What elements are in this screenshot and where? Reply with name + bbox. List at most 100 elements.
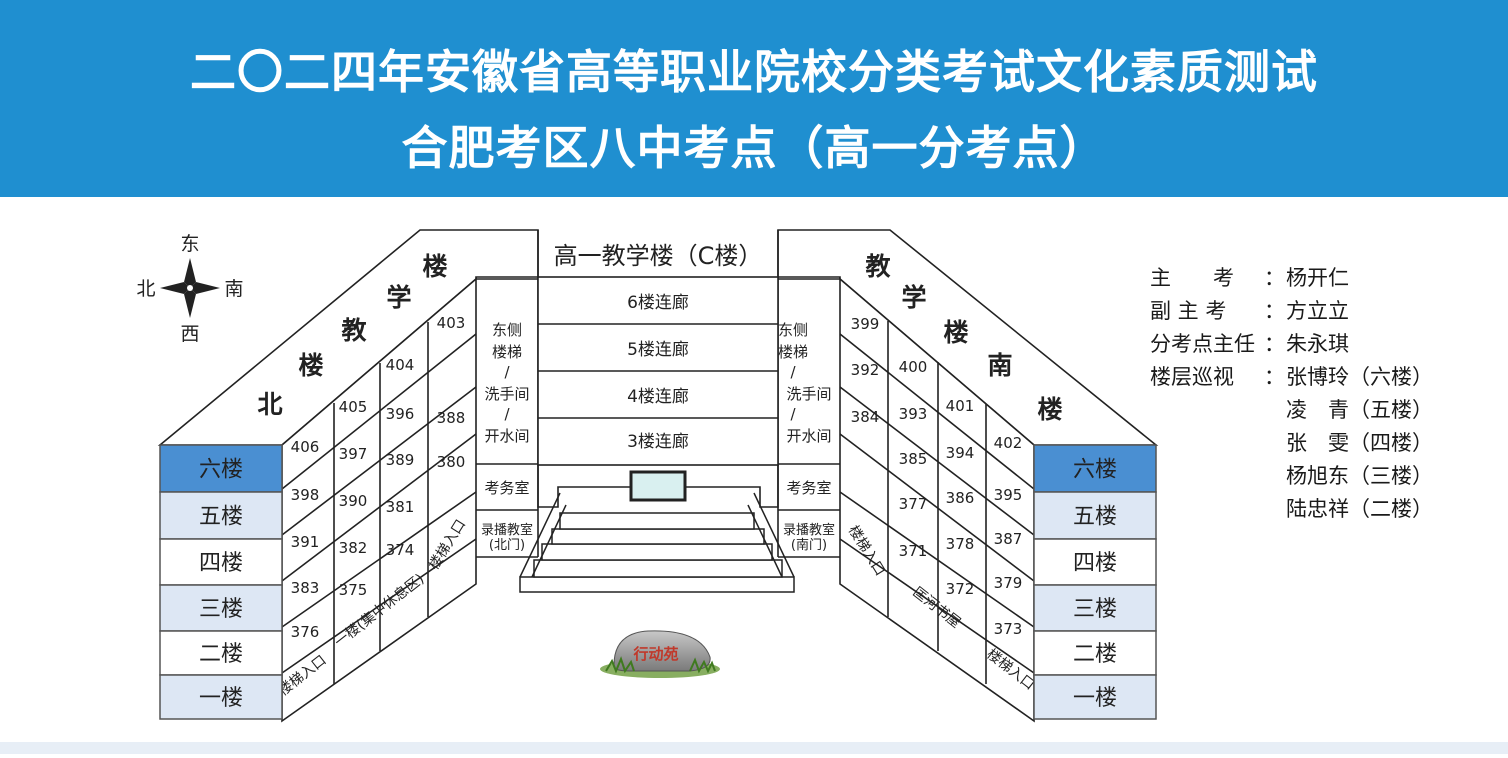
center-building-name: 高一教学楼（C楼）: [554, 242, 763, 270]
north-broadcast-room: (北门): [489, 538, 525, 553]
staff-name: 张博玲（六楼）: [1286, 365, 1433, 389]
staff-name: 杨旭东（三楼）: [1286, 464, 1433, 488]
staff-colon: ：: [1264, 266, 1285, 290]
south-wing-char: 楼: [1037, 395, 1062, 424]
room-number: 387: [994, 530, 1023, 548]
north-broadcast-room: 录播教室: [481, 522, 533, 538]
south-wing-char: 楼: [943, 318, 968, 347]
floor-label: 一楼: [1073, 686, 1117, 711]
room-number: 397: [339, 445, 368, 463]
room-number: 392: [851, 361, 880, 379]
room-number: 384: [851, 408, 880, 426]
floor-box: [159, 630, 283, 676]
floor-label: 二楼: [199, 642, 243, 667]
room-number: 395: [994, 486, 1023, 504]
room-number: 383: [291, 579, 320, 597]
room-number: 403: [437, 314, 466, 332]
south-wing-char: 教: [865, 252, 891, 281]
center-block: [537, 276, 779, 508]
room-number: 380: [437, 453, 466, 471]
south-wing-char: 学: [901, 283, 926, 312]
north-stairs-label: 洗手间: [484, 385, 529, 403]
room-number: 376: [291, 623, 320, 641]
staff-colon: ：: [1264, 365, 1285, 389]
north-stairs-label: 楼梯: [492, 343, 522, 361]
room-number: 404: [386, 356, 415, 374]
floor-box: [159, 444, 283, 493]
north-wing-char: 楼: [298, 351, 323, 380]
north-stairs-label: /: [504, 405, 510, 423]
room-number: 388: [437, 409, 466, 427]
room-number: 406: [291, 438, 320, 456]
room-number: 375: [339, 581, 368, 599]
room-number: 400: [899, 358, 928, 376]
corridor-label: 6楼连廊: [627, 293, 689, 313]
compass-east: 东: [180, 233, 199, 255]
floor-label: 三楼: [199, 597, 243, 622]
floor-label: 六楼: [1073, 458, 1117, 483]
room-number: 381: [386, 498, 415, 516]
room-number: 374: [386, 541, 415, 559]
room-number: 405: [339, 398, 368, 416]
staff-name: 凌 青（五楼）: [1286, 398, 1433, 422]
south-stairs-label: 开水间: [786, 427, 831, 445]
staff-role: 楼层巡视: [1150, 365, 1234, 389]
compass-south: 南: [224, 278, 243, 300]
floor-label: 四楼: [199, 551, 243, 576]
room-number: 401: [946, 397, 975, 415]
room-number: 378: [946, 535, 975, 553]
floor-box: [159, 674, 283, 720]
page-title: 二〇二四年安徽省高等职业院校分类考试文化素质测试: [190, 45, 1318, 99]
floor-box: [159, 584, 283, 632]
north-stairs-label: /: [504, 363, 510, 381]
title-banner: 二〇二四年安徽省高等职业院校分类考试文化素质测试 合肥考区八中考点（高一分考点）: [0, 0, 1508, 197]
room-number: 389: [386, 451, 415, 469]
floor-box: [1033, 674, 1157, 720]
staff-name: 杨开仁: [1286, 266, 1349, 290]
floor-label: 六楼: [199, 458, 243, 483]
floor-label: 四楼: [1073, 551, 1117, 576]
room-number: 386: [946, 489, 975, 507]
floor-label: 五楼: [199, 505, 243, 530]
south-stairs-label: /: [790, 363, 796, 381]
south-wing: [777, 229, 1159, 723]
room-number: 377: [899, 495, 928, 513]
north-stairs-label: 开水间: [484, 427, 529, 445]
room-number: 399: [851, 315, 880, 333]
room-number: 379: [994, 574, 1023, 592]
rock-sculpture: 行动苑: [600, 630, 720, 678]
north-wing-char: 楼: [422, 252, 447, 281]
room-number: 391: [291, 533, 320, 551]
room-number: 373: [994, 620, 1023, 638]
floor-box: [1033, 491, 1157, 540]
north-wing-char: 学: [386, 283, 411, 312]
corridor-label: 3楼连廊: [627, 432, 689, 452]
south-stairs-label: 楼梯: [778, 343, 808, 361]
north-exam-office: 考务室: [484, 479, 529, 497]
staff-name: 陆忠祥（二楼）: [1286, 497, 1433, 521]
staff-name: 朱永琪: [1286, 332, 1349, 356]
floor-box: [159, 538, 283, 586]
compass-west: 西: [180, 323, 199, 345]
compass-north: 北: [136, 278, 155, 300]
room-number: 385: [899, 450, 928, 468]
floor-box: [1033, 538, 1157, 586]
south-broadcast-room: 录播教室: [783, 522, 835, 538]
staff-role: 副 主 考: [1150, 299, 1227, 323]
floor-label: 三楼: [1073, 597, 1117, 622]
corridor-label: 5楼连廊: [627, 340, 689, 360]
staff-name: 方立立: [1286, 299, 1349, 323]
floor-box: [1033, 584, 1157, 632]
staff-name: 张 雯（四楼）: [1286, 431, 1433, 455]
room-number: 382: [339, 539, 368, 557]
north-wing-char: 教: [341, 316, 367, 345]
staff-role: 主 考: [1150, 266, 1234, 290]
floor-label: 五楼: [1073, 505, 1117, 530]
north-wing-char: 北: [257, 390, 282, 419]
south-stairs-label: 洗手间: [786, 385, 831, 403]
south-broadcast-room: (南门): [791, 537, 827, 553]
room-number: 372: [946, 580, 975, 598]
room-number: 394: [946, 444, 975, 462]
floor-plan: 东 西 南 北 高一教学楼（C楼） 北 楼 教 学 楼 教 学 楼 南 楼 6楼…: [0, 197, 1508, 754]
